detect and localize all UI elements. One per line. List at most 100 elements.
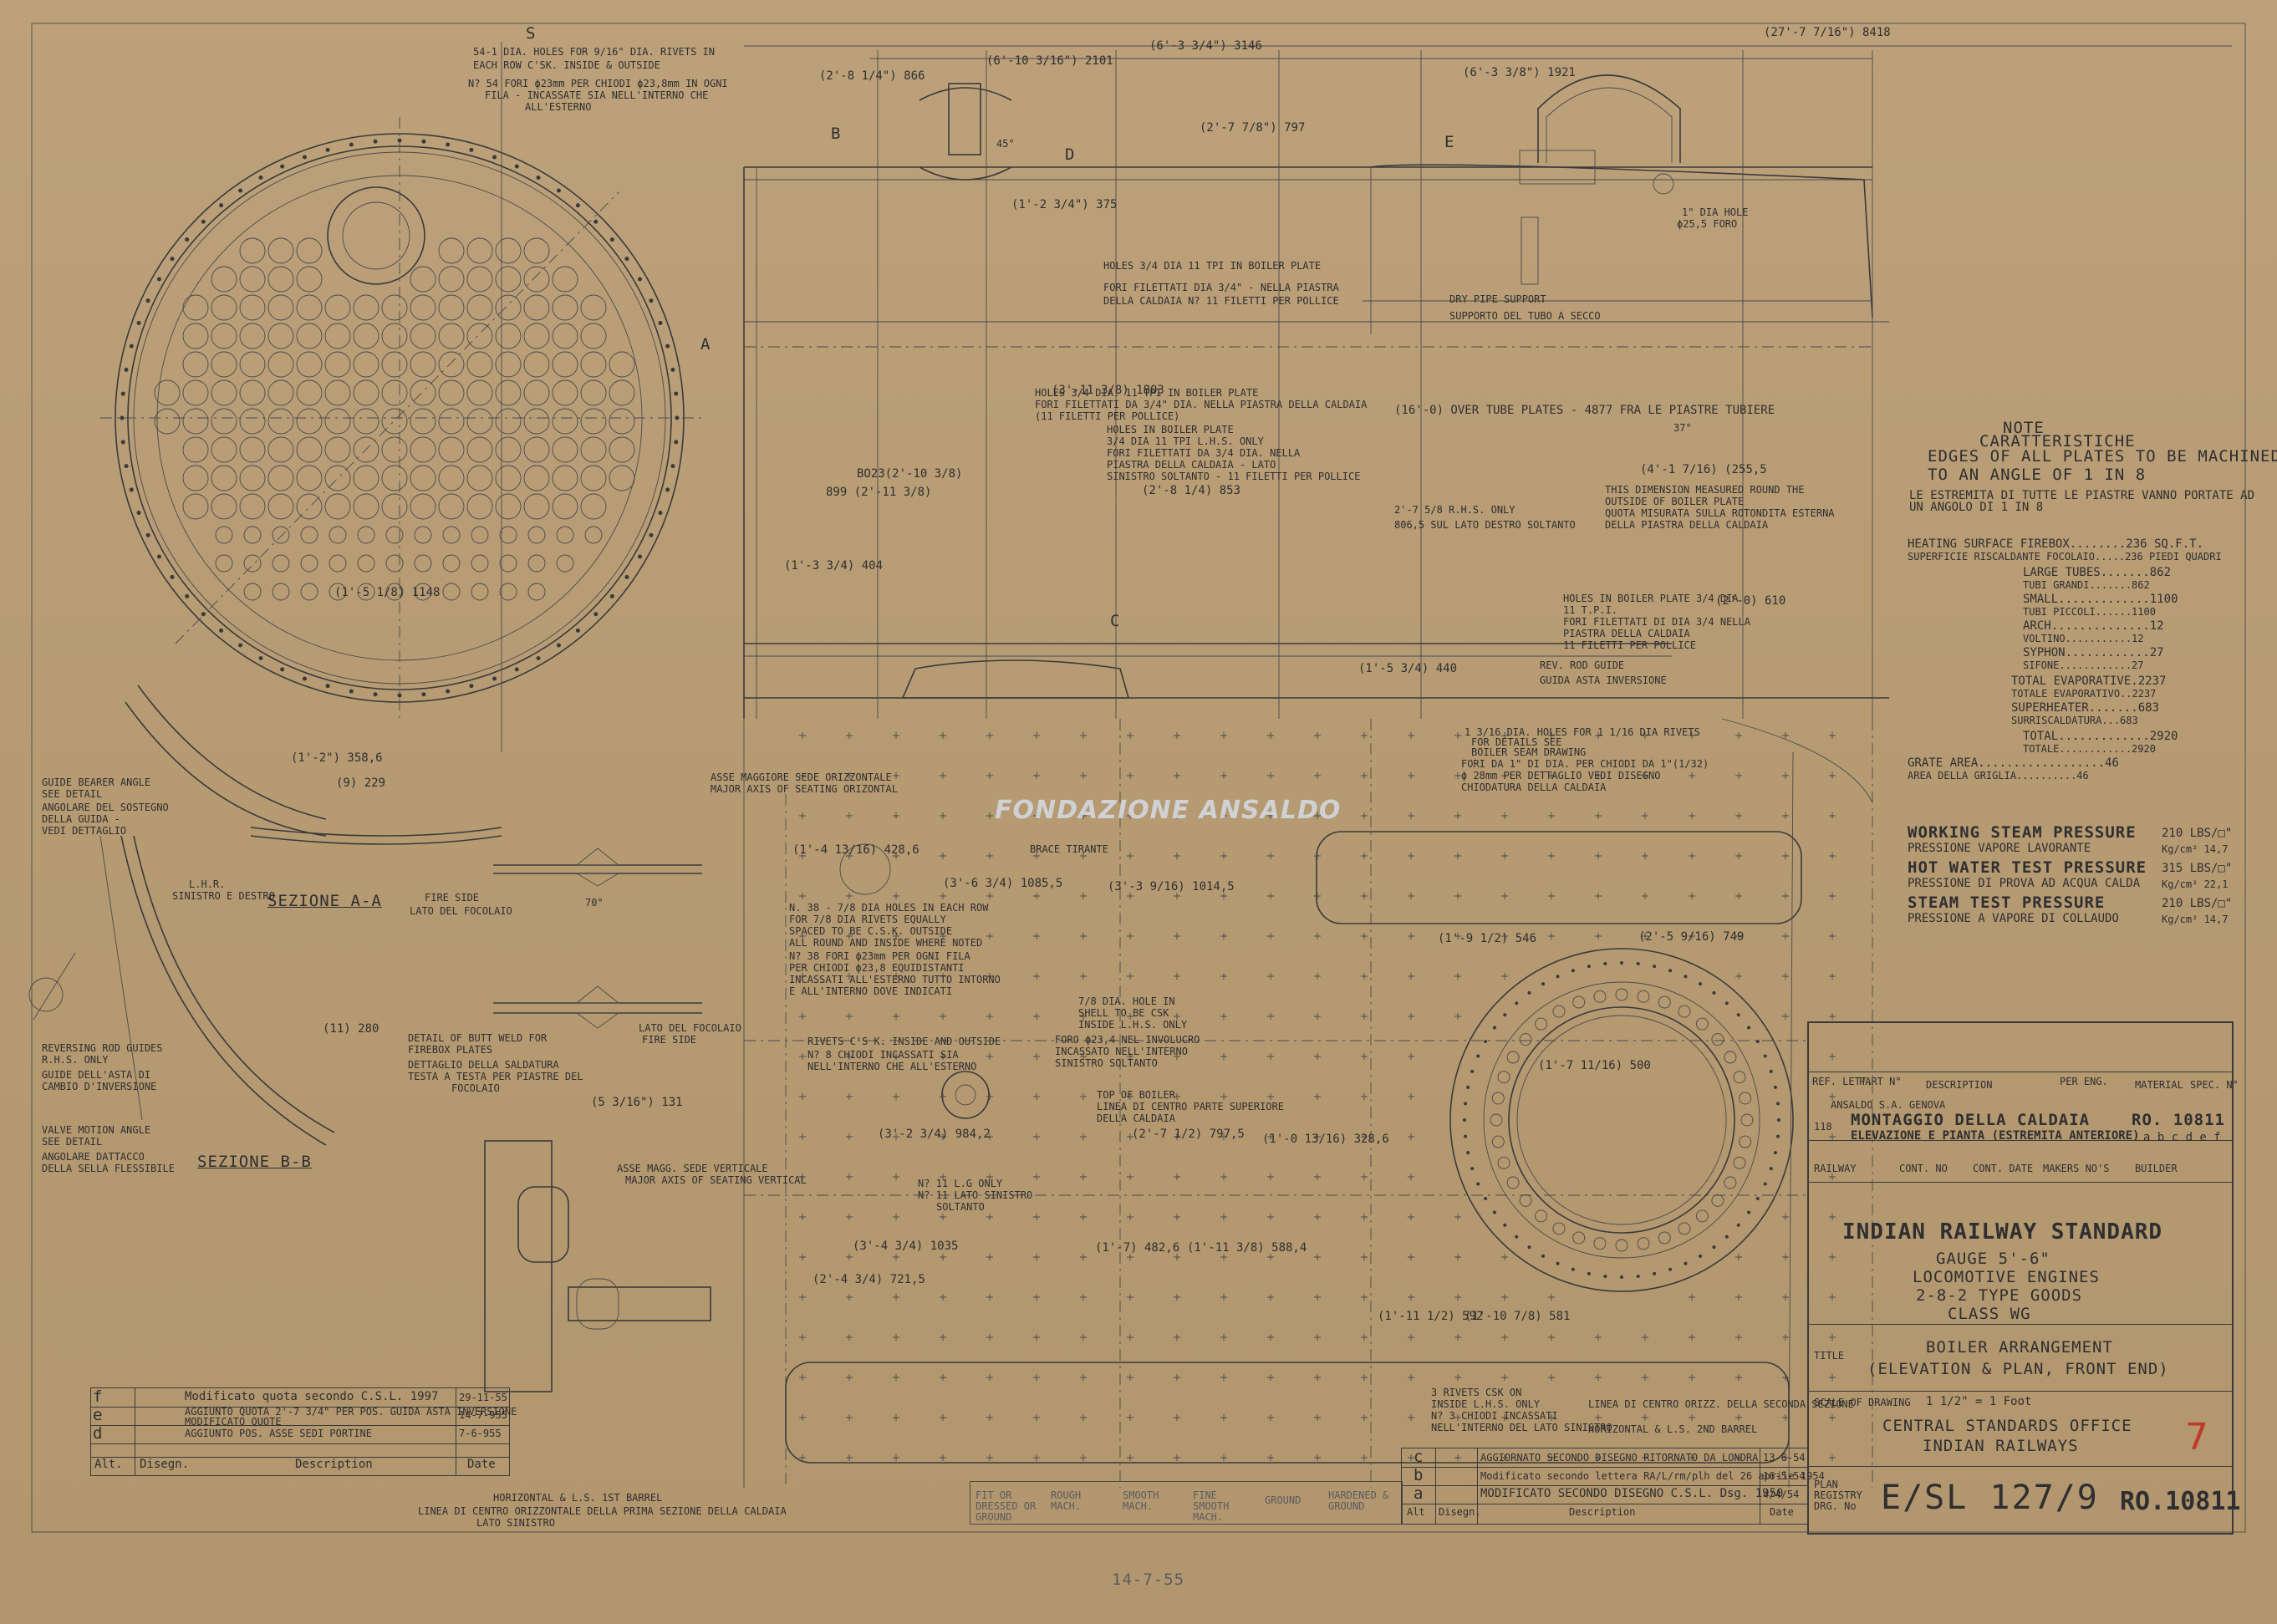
plus-mark xyxy=(1220,1214,1227,1220)
ref-h-2: DESCRIPTION xyxy=(1926,1079,1993,1091)
plus-mark xyxy=(986,1454,993,1461)
tube xyxy=(552,408,578,435)
plus-mark xyxy=(1314,1214,1321,1220)
flange-rivet xyxy=(1541,982,1545,986)
flange-rivet xyxy=(1724,1001,1729,1005)
tube xyxy=(324,351,351,378)
flange-rivet xyxy=(1620,1275,1623,1279)
plus-mark xyxy=(1782,1254,1789,1260)
plus-mark xyxy=(1548,1294,1555,1301)
plus-mark xyxy=(893,1133,899,1140)
tube xyxy=(357,554,375,573)
rivet xyxy=(446,689,451,694)
plus-mark xyxy=(1501,1454,1508,1461)
dim-d22: (1'-11 1/2) 592 xyxy=(1378,1310,1484,1323)
flange-rivet xyxy=(1603,1274,1607,1278)
flange-bolt xyxy=(1711,1194,1724,1207)
plus-mark xyxy=(1033,853,1040,859)
flange-rivet xyxy=(1571,969,1575,973)
plus-mark xyxy=(1454,812,1461,819)
tube xyxy=(580,294,607,321)
plus-mark xyxy=(940,812,946,819)
tube xyxy=(239,436,266,463)
tube xyxy=(552,465,578,491)
plus-mark xyxy=(1829,1093,1836,1100)
plus-mark xyxy=(1408,853,1414,859)
plus-mark xyxy=(1735,893,1742,899)
tube xyxy=(300,554,318,573)
callout-c2: EACH ROW C'SK. INSIDE & OUTSIDE xyxy=(473,59,660,71)
tube xyxy=(272,583,290,601)
plus-mark xyxy=(1642,1414,1648,1421)
tube xyxy=(609,379,635,406)
plus-mark xyxy=(940,893,946,899)
tube xyxy=(211,493,237,520)
flange-rivet xyxy=(1636,1274,1640,1278)
callout-c9: DRY PIPE SUPPORT xyxy=(1449,293,1546,305)
flange-rivet xyxy=(1636,962,1640,966)
dim-d13: (5 3/16") 131 xyxy=(591,1096,683,1109)
flange-rivet xyxy=(1724,1235,1729,1239)
plus-mark xyxy=(1408,732,1414,739)
plus-mark xyxy=(1033,1133,1040,1140)
plus-mark xyxy=(893,1173,899,1180)
note-tubi-piccoli: TUBI PICCOLI......1100 xyxy=(2023,606,2156,618)
flange-bolt xyxy=(1535,1017,1548,1031)
plus-mark xyxy=(799,1173,806,1180)
tube xyxy=(523,351,550,378)
callout-c77: SEE DETAIL xyxy=(42,788,103,800)
tube xyxy=(466,237,493,264)
rev-h-date: Date xyxy=(467,1458,496,1471)
plus-mark xyxy=(1174,1173,1180,1180)
plus-mark xyxy=(1220,732,1227,739)
plus-mark xyxy=(1267,1214,1274,1220)
plus-mark xyxy=(1033,1334,1040,1341)
flange-bolt xyxy=(1637,1237,1650,1250)
plus-mark xyxy=(1314,1254,1321,1260)
callout-c4: FILA - INCASSATE SIA NELL'INTERNO CHE xyxy=(485,89,709,101)
note-voltino: VOLTINO...........12 xyxy=(2023,633,2144,644)
tube xyxy=(154,379,181,406)
plus-mark xyxy=(1314,1053,1321,1060)
callout-c66: SOLTANTO xyxy=(936,1201,985,1213)
plus-mark xyxy=(893,1093,899,1100)
flange-bolt xyxy=(1497,1156,1510,1169)
plus-mark xyxy=(1127,933,1133,939)
tube xyxy=(329,526,347,544)
callout-c49: PER CHIODI ϕ23,8 EQUIDISTANTI xyxy=(789,962,965,974)
rivet xyxy=(469,147,474,152)
callout-c25: QUOTA MISURATA SULLA ROTONDITA ESTERNA xyxy=(1605,507,1835,519)
tube xyxy=(211,266,237,293)
plus-mark xyxy=(1408,1294,1414,1301)
rev-text-a: MODIFICATO SECONDO DISEGNO C.S.L. Dsg. 1… xyxy=(1480,1487,1784,1500)
plus-mark xyxy=(1642,1334,1648,1341)
dim-d32: 899 (2'-11 3/8) xyxy=(826,486,932,499)
dim-d31: BO23(2'-10 3/8) xyxy=(857,467,963,481)
plus-mark xyxy=(1220,1093,1227,1100)
plus-mark xyxy=(986,1013,993,1020)
plus-mark xyxy=(1782,1013,1789,1020)
plus-mark xyxy=(1548,732,1555,739)
callout-c94: FIREBOX PLATES xyxy=(408,1044,493,1056)
note-heating-2: SUPERFICIE RISCALDANTE FOCOLAIO.....236 … xyxy=(1908,551,2222,563)
plus-mark xyxy=(1127,772,1133,779)
plus-mark xyxy=(1080,1133,1087,1140)
section-label-e: E xyxy=(1444,133,1455,151)
tube xyxy=(211,294,237,321)
scale-lbl: SCALE OF DRAWING xyxy=(1814,1397,1911,1408)
tube xyxy=(182,465,209,491)
tube xyxy=(442,583,461,601)
callout-c82: SINISTRO E DESTRO xyxy=(172,890,275,902)
flange-rivet xyxy=(1736,1223,1740,1227)
rivet xyxy=(674,440,679,445)
plus-mark xyxy=(1267,1133,1274,1140)
callout-c22: 806,5 SUL LATO DESTRO SOLTANTO xyxy=(1394,519,1576,531)
tube xyxy=(324,465,351,491)
rivet xyxy=(649,532,654,537)
callout-c21: 2'-7 5/8 R.H.S. ONLY xyxy=(1394,504,1515,516)
plus-mark xyxy=(846,1133,853,1140)
plus-mark xyxy=(1174,1334,1180,1341)
plus-mark xyxy=(1080,1013,1087,1020)
flange-rivet xyxy=(1484,1040,1488,1043)
plus-mark xyxy=(1782,973,1789,980)
